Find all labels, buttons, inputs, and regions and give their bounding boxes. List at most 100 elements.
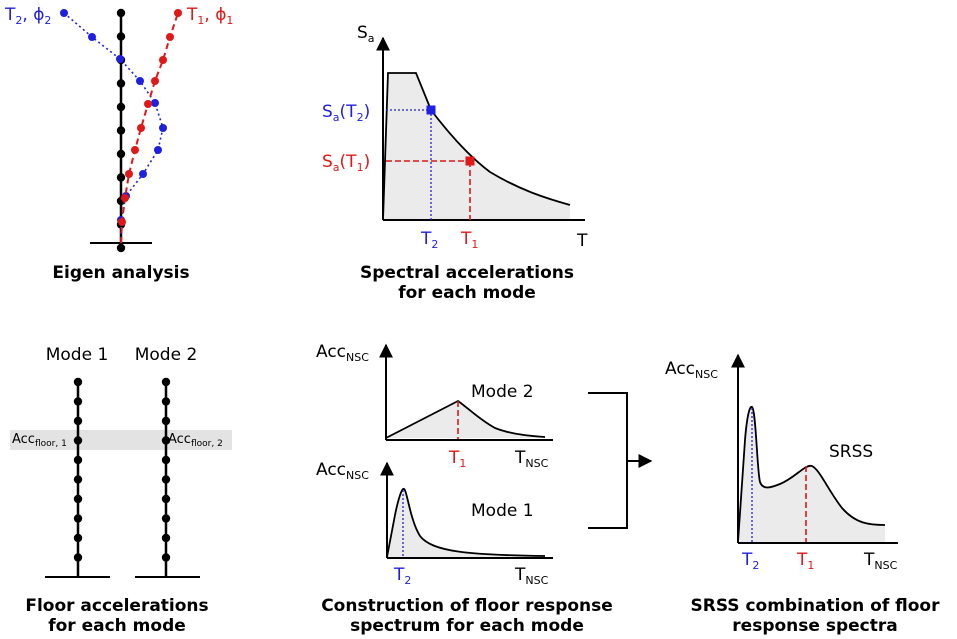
t2-period-label: T2 [420, 229, 438, 251]
mode1-shape-point [151, 77, 159, 85]
t1-period-label: T1 [460, 229, 478, 251]
srss-curve [737, 405, 886, 543]
mode1-shape-point [131, 146, 139, 154]
floor-node [161, 553, 171, 562]
eigen-floor-node [116, 173, 126, 182]
mode1-shape-line [120, 12, 179, 244]
srss-area [738, 406, 885, 542]
srss-caption-line1: SRSS combination of floor [690, 596, 940, 616]
mode2-shape-point [136, 77, 144, 85]
mode2-shape-point [159, 124, 167, 132]
mode2-fras-area [386, 401, 545, 438]
mode1-shape-point [125, 170, 133, 178]
combination-bracket [588, 392, 653, 529]
mode2-shape-points [60, 9, 167, 224]
sa-t1-label: Sa(T1) [322, 152, 370, 174]
mode2-shape-point [60, 9, 68, 17]
eigen-caption: Eigen analysis [52, 263, 189, 283]
mode1-floor-nodes [73, 377, 83, 562]
top-y-axis-label: AccNSC [316, 342, 369, 364]
srss-y-axis-label: AccNSC [665, 359, 718, 381]
floor-node [73, 416, 83, 426]
floor-node [73, 514, 83, 523]
floor-node [73, 553, 83, 562]
mode1-shape-point [121, 194, 129, 202]
floor-node [73, 475, 83, 484]
floor-node [161, 533, 171, 543]
floor-acceleration-panel: Mode 1 Mode 2 Accfloor, 1 Accfloor, 2 Fl… [10, 345, 232, 636]
top-x-axis-label: TNSC [514, 448, 549, 470]
floor-node [161, 397, 171, 406]
spectrum-area [383, 73, 570, 220]
sa-t2-label: Sa(T2) [322, 102, 370, 124]
floor-node [73, 533, 83, 543]
srss-panel: AccNSC SRSS T2 T1 TNSC SRSS combination … [665, 353, 940, 636]
mode1-fras-curve [386, 488, 546, 558]
floor-node [161, 494, 171, 504]
mode1-shape-points [118, 9, 182, 226]
mode1-shape-point [174, 9, 182, 17]
floor-node [161, 514, 171, 523]
floor-caption-line2: for each mode [48, 616, 186, 636]
sa-t1-marker [465, 156, 475, 166]
floor-node [73, 397, 83, 406]
mode1-shape-point [166, 33, 174, 41]
srss-t2-label: T2 [741, 550, 759, 572]
acc-floor1-label: Accfloor, 1 [12, 432, 67, 449]
mode2-fras-curve [385, 399, 546, 439]
floor-node [73, 494, 83, 504]
mode2-shape-label: T2, ϕ2 [4, 5, 51, 27]
srss-x-axis-label: TNSC [863, 550, 898, 572]
bracket-line [588, 392, 628, 529]
floor-node [161, 455, 171, 465]
floor-highlight-band [10, 430, 232, 450]
mode2-shape-point [116, 55, 124, 63]
eigen-floor-node [116, 102, 126, 112]
eigen-floor-node [116, 8, 126, 18]
top-mode-label: Mode 2 [471, 382, 534, 402]
floor-node [161, 416, 171, 426]
bottom-mode-label: Mode 1 [471, 501, 534, 521]
srss-curve-label: SRSS [829, 442, 873, 462]
bottom-y-axis-label: AccNSC [316, 460, 369, 482]
mode2-shape-point [88, 33, 96, 41]
floor-node [73, 455, 83, 465]
spectral-caption-line2: for each mode [398, 283, 536, 303]
srss-t1-label: T1 [796, 550, 814, 572]
eigen-floor-node [116, 32, 126, 41]
mode2-shape-point [139, 170, 147, 178]
construction-caption-line2: spectrum for each mode [350, 616, 584, 636]
floor-node [73, 436, 83, 445]
mode1-shape-label: T1, ϕ1 [186, 5, 233, 27]
bottom-t2-label: T2 [393, 565, 411, 587]
sa-t2-marker [426, 105, 436, 115]
mode2-shape-point [151, 99, 159, 107]
eigen-floor-node [116, 243, 126, 253]
floor-node [161, 436, 171, 445]
srss-caption-line2: response spectra [732, 616, 897, 636]
mode1-shape-point [144, 100, 152, 108]
floor-node [73, 377, 83, 387]
top-t1-label: T1 [448, 448, 466, 470]
mode2-label: Mode 2 [135, 345, 198, 365]
mode2-floor-nodes [161, 377, 171, 562]
mode1-shape-point [137, 124, 145, 132]
bottom-x-axis-label: TNSC [514, 565, 549, 587]
eigen-floor-node [116, 126, 126, 135]
floor-node [161, 475, 171, 484]
floor-caption-line1: Floor accelerations [25, 596, 208, 616]
mode1-shape-point [118, 218, 126, 226]
construction-caption-line1: Construction of floor response [321, 596, 613, 616]
mode1-label: Mode 1 [46, 345, 109, 365]
mode2-shape-line [63, 12, 164, 243]
eigen-floor-node [116, 149, 126, 159]
eigen-analysis-panel: T2, ϕ2 T1, ϕ1 Eigen analysis [4, 5, 233, 283]
floor-node [161, 377, 171, 387]
spectrum-x-axis-label: T [576, 231, 588, 251]
spectrum-y-axis-label: Sa [357, 23, 375, 45]
mode1-fras-area [387, 488, 545, 557]
spectral-acceleration-panel: Sa T Sa(T2) Sa(T1) T2 T1 Spectral accele… [322, 23, 588, 303]
acc-floor2-label: Accfloor, 2 [168, 432, 223, 449]
mode2-shape-point [154, 146, 162, 154]
